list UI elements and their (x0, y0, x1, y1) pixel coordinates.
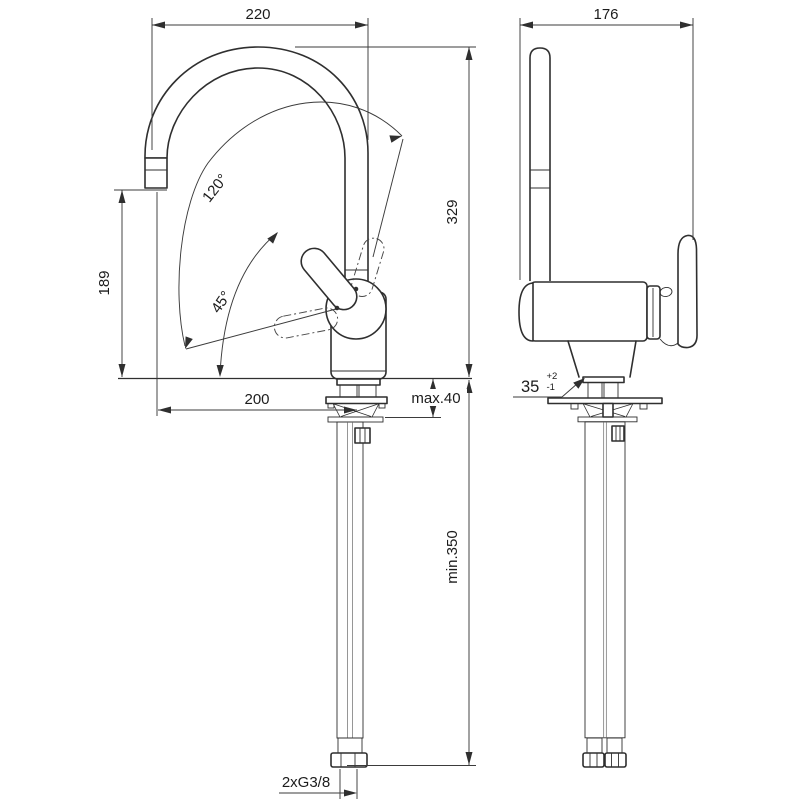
connection-label: 2xG3/8 (282, 774, 330, 791)
dim-189: 189 (96, 189, 167, 377)
handle-attach-curve (659, 338, 679, 347)
label-mask (403, 389, 467, 406)
front-view (144, 46, 404, 768)
threaded-shank-front (339, 384, 358, 398)
faucet-body-side (530, 281, 648, 342)
mounting-plate-front (325, 396, 388, 405)
callout-connection: 2xG3/8 (279, 769, 358, 799)
threaded-shank-side-2 (603, 382, 619, 399)
base-taper-left (567, 340, 580, 378)
lever-handle-side (677, 234, 698, 349)
pivot-dot-lower (334, 305, 340, 311)
mounting-plate-side (547, 397, 663, 405)
angle-45-label: 45° (208, 288, 235, 316)
hose-nut-front (330, 752, 368, 768)
dim-min350-label: min.350 (444, 530, 461, 583)
dim-176-label: 176 (593, 6, 618, 23)
handle-screw-hole (659, 286, 673, 298)
angle-radial-left (185, 308, 337, 350)
dim-220: 220 (151, 6, 369, 150)
callout-35-tol-minus: -1 (547, 382, 555, 393)
cone-center-stem (602, 402, 614, 418)
spout-holder-cap (518, 282, 534, 342)
side-view (518, 47, 698, 768)
threaded-shank-front-2 (358, 384, 377, 398)
second-hose-stub-front (354, 427, 371, 444)
plate-tab-side-left (570, 403, 579, 410)
spout-outlet (144, 157, 168, 189)
dim-176: 176 (519, 6, 694, 280)
flex-hoses-side (584, 421, 626, 739)
collar-side-2 (606, 737, 623, 754)
plate-tab-side-right (639, 403, 648, 410)
dim-329-label: 329 (444, 199, 461, 224)
shank-flange-front (336, 378, 381, 386)
threaded-shank-side-1 (587, 382, 603, 399)
collar-side-1 (586, 737, 603, 754)
cartridge-band (646, 285, 661, 340)
spout-tube (144, 46, 369, 291)
handle-ghost-lowered (273, 307, 339, 339)
fixing-bar-front (327, 416, 384, 423)
dim-min350: min.350 (347, 380, 476, 766)
plate-tab-right (378, 403, 386, 409)
hose-crimp-collar-front (337, 737, 363, 754)
hose-nut-side-2 (604, 752, 627, 768)
shank-flange-side (582, 376, 625, 384)
callout-35-value: 35 (521, 378, 539, 396)
angle-120-label: 120° (199, 171, 232, 206)
pivot-dot-upper (353, 286, 359, 292)
callout-35: 35 +2 -1 (513, 371, 585, 398)
dim-329: 329 (295, 46, 476, 377)
callout-35-tol-plus: +2 (547, 371, 558, 382)
dim-220-label: 220 (245, 6, 270, 23)
angle-radial-right (372, 138, 404, 258)
dim-200: 200 (156, 192, 357, 416)
flex-hose-front (336, 421, 364, 739)
dim-max40: max.40 (385, 379, 467, 418)
dim-max40-label: max.40 (411, 390, 460, 407)
dim-200-label: 200 (244, 391, 269, 408)
hose-clip-side (611, 425, 625, 442)
angle-45: 45° (208, 232, 278, 377)
base-taper-right (629, 340, 637, 378)
lever-handle-front (300, 247, 358, 311)
cone-hatch-2 (340, 403, 379, 417)
dim-189-label: 189 (96, 270, 113, 295)
spout-column-side (529, 47, 551, 281)
hose-nut-side-1 (582, 752, 605, 768)
